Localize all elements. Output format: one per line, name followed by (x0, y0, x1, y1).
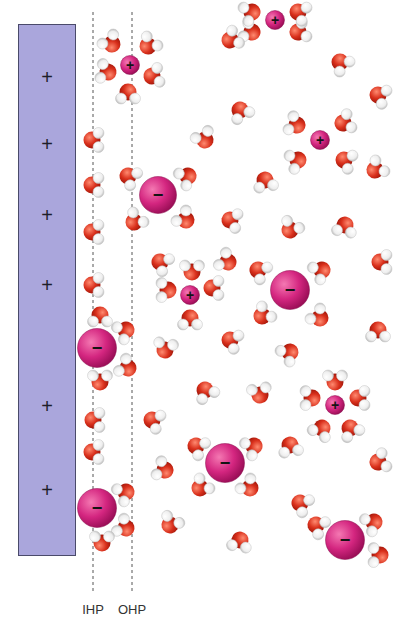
plane-label: OHP (118, 600, 146, 618)
anion-sign: − (92, 339, 103, 357)
cation-ion: + (310, 130, 330, 150)
water-molecules (84, 0, 394, 567)
charge-holder: + (19, 134, 75, 155)
cation-sign: + (186, 288, 194, 302)
charge-holder: + (19, 67, 75, 88)
charge-holder: + (19, 275, 75, 296)
electrode: + + + + + + (18, 24, 76, 556)
cation-sign: + (331, 398, 339, 412)
plane-name: IHP (82, 602, 104, 617)
cation-sign: + (316, 133, 324, 147)
cation-sign: + (126, 58, 134, 72)
cation-ion: + (120, 55, 140, 75)
anion-sign: − (285, 281, 296, 299)
charge-holder: + (19, 205, 75, 226)
plane-name: OHP (118, 602, 146, 617)
anion-ion: − (77, 328, 117, 368)
cation-sign: + (271, 13, 279, 27)
anion-sign: − (92, 499, 103, 517)
surface-charge: + (41, 66, 53, 88)
anion-ion: − (77, 488, 117, 528)
anion-ion: − (139, 176, 177, 214)
anion-ion: − (325, 520, 365, 560)
charge-holder: + (19, 396, 75, 417)
plane-label: IHP (82, 600, 104, 618)
surface-charge: + (41, 133, 53, 155)
anion-sign: − (220, 454, 231, 472)
anion-ion: − (270, 270, 310, 310)
surface-charge: + (41, 395, 53, 417)
charge-holder: + (19, 480, 75, 501)
anion-ion: − (205, 443, 245, 483)
cation-ion: + (325, 395, 345, 415)
anion-sign: − (340, 531, 351, 549)
surface-charge: + (41, 479, 53, 501)
surface-charge: + (41, 274, 53, 296)
cation-ion: + (180, 285, 200, 305)
surface-charge: + (41, 204, 53, 226)
cation-ion: + (265, 10, 285, 30)
anion-sign: − (153, 186, 164, 204)
